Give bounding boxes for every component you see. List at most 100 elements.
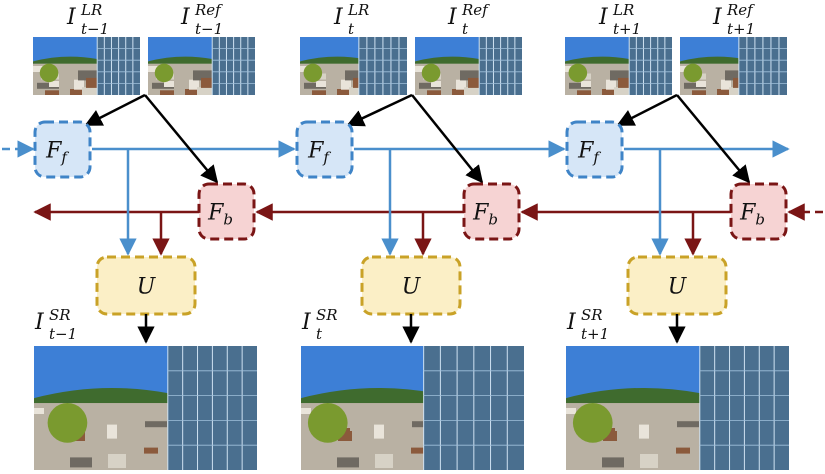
- house: [640, 454, 658, 468]
- forward-block-t+1-label-sub: f: [592, 149, 601, 167]
- upsample-block-t+1-label-base: U: [668, 275, 688, 300]
- lr-label-t-base: I: [334, 5, 343, 30]
- house: [684, 82, 706, 89]
- forward-block-t+1-label-base: F: [577, 139, 594, 164]
- photo-scene: [566, 346, 789, 470]
- house: [569, 82, 591, 89]
- house: [431, 81, 441, 87]
- backward-block-t-1-label: Fb: [207, 201, 233, 229]
- upsample-block-t+1-label: U: [668, 275, 688, 300]
- photo-scene: [33, 37, 140, 95]
- house: [639, 424, 649, 439]
- photo-scene: [148, 37, 255, 95]
- forward-block-t+1: Ff: [565, 120, 624, 179]
- house: [577, 90, 591, 95]
- house: [197, 87, 215, 95]
- house: [33, 66, 43, 72]
- house: [523, 434, 524, 441]
- lr-label-t-sup: LR: [348, 1, 370, 19]
- ref-label-t-1-sup: Ref: [195, 1, 221, 19]
- house: [45, 90, 59, 95]
- backward-block-t-label: Fb: [472, 201, 498, 229]
- house: [70, 89, 84, 95]
- forward-block-t-1-label-base: F: [45, 139, 62, 164]
- lr-label-t+1-sup: LR: [613, 1, 635, 19]
- house: [460, 70, 482, 81]
- lr-label-t+1-sub: t+1: [613, 20, 642, 38]
- house: [618, 77, 632, 88]
- ref-label-t+1-base: I: [713, 5, 722, 30]
- backward-block-t-1-shape: [197, 182, 256, 241]
- house: [312, 90, 326, 95]
- house: [606, 79, 616, 90]
- backward-block-t-1: Fb: [197, 182, 256, 241]
- forward-block-t-label-sub: f: [322, 149, 331, 167]
- photo-scene: [301, 346, 524, 470]
- house: [144, 447, 158, 454]
- house: [82, 87, 100, 95]
- lr-label-t-sub: t: [348, 20, 355, 38]
- house: [341, 79, 351, 90]
- house: [464, 87, 482, 95]
- house: [108, 454, 126, 468]
- tree: [47, 403, 88, 443]
- house: [256, 434, 257, 441]
- forward-block-t-label: Ff: [307, 139, 331, 167]
- house: [316, 81, 326, 87]
- house: [692, 90, 706, 95]
- photo-scene: [565, 37, 672, 95]
- house: [193, 70, 215, 81]
- forward-block-t+1-label: Ff: [577, 139, 601, 167]
- lr-label-t-1-base: I: [67, 5, 76, 30]
- house: [610, 70, 632, 81]
- house: [107, 424, 117, 439]
- house: [566, 408, 576, 414]
- ref-label-t+1-sub: t+1: [727, 20, 756, 38]
- tree: [683, 63, 703, 83]
- house: [456, 79, 466, 90]
- house: [301, 408, 311, 414]
- backward-block-t+1-label-sub: b: [755, 211, 765, 229]
- backward-block-t+1: Fb: [729, 182, 788, 241]
- house: [375, 454, 393, 468]
- ref-input-arrow: [411, 94, 484, 184]
- house: [49, 81, 59, 87]
- lr-input-arrow: [346, 93, 413, 127]
- house: [419, 82, 441, 89]
- house: [304, 82, 326, 89]
- lr-label-t-1-sup: LR: [81, 1, 103, 19]
- ref-label-t-sub: t: [462, 20, 469, 38]
- sr-label-t+1-sub: t+1: [581, 325, 610, 343]
- sr-label-t-base: I: [302, 310, 311, 335]
- house: [337, 457, 359, 468]
- house: [602, 89, 616, 95]
- backward-block-t+1-shape: [729, 182, 788, 241]
- sr-label-t-sup: SR: [316, 306, 338, 324]
- tree: [572, 403, 613, 443]
- house: [721, 79, 731, 90]
- ref-input-arrow: [676, 94, 751, 184]
- sr-label-t-1-sup: SR: [49, 306, 71, 324]
- house: [78, 70, 100, 81]
- tree: [303, 63, 323, 83]
- upsample-block-t: U: [360, 255, 462, 316]
- house: [427, 90, 441, 95]
- backward-block-t-label-sub: b: [488, 211, 498, 229]
- tree: [154, 63, 174, 83]
- sr-label-t+1-base: I: [567, 310, 576, 335]
- forward-block-t-label-base: F: [307, 139, 324, 164]
- sr-label-t-1-sub: t−1: [49, 325, 78, 343]
- house: [788, 434, 789, 441]
- house: [201, 77, 215, 88]
- forward-block-t+1-shape: [565, 120, 624, 179]
- house: [160, 90, 174, 95]
- backward-block-t-1-label-sub: b: [223, 211, 233, 229]
- house: [411, 447, 425, 454]
- backward-block-t-label-base: F: [472, 201, 489, 226]
